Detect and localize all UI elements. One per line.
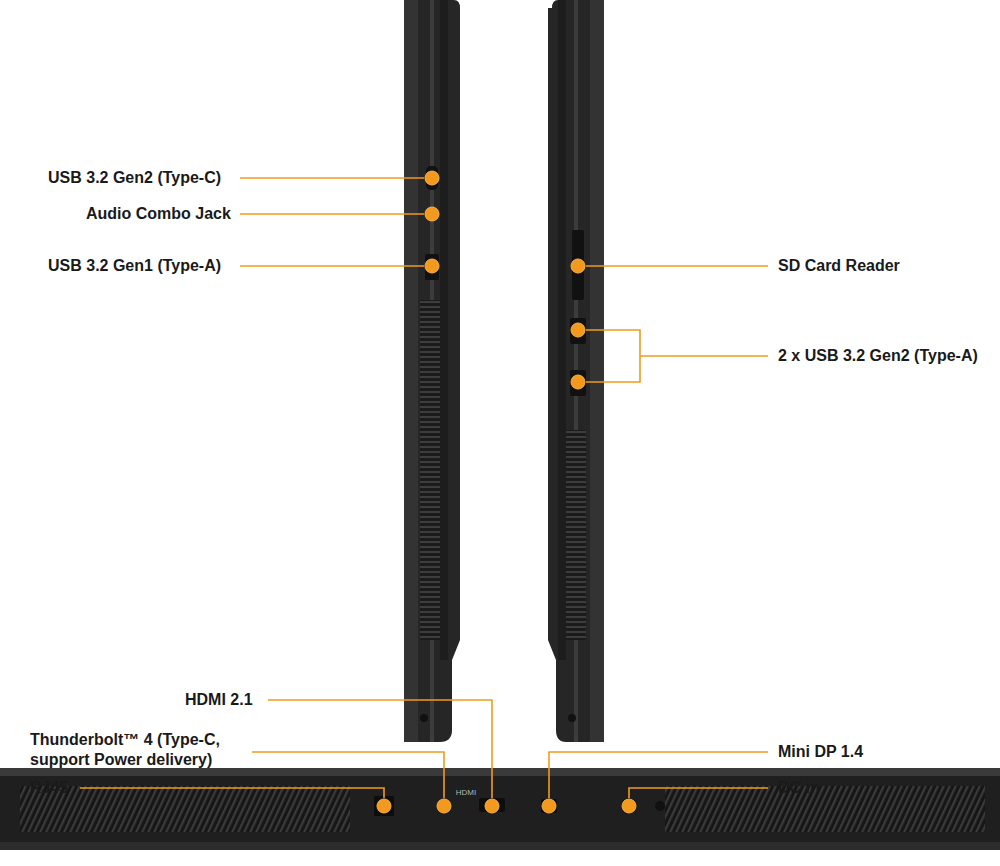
port-shape — [425, 171, 439, 185]
outline-path — [590, 0, 604, 742]
drawing-part — [541, 799, 557, 813]
outline-path — [586, 330, 640, 382]
port-label: USB 3.2 Gen1 (Type-A) — [48, 256, 221, 276]
outline-path — [404, 0, 460, 742]
outline-path — [240, 213, 424, 215]
port-label: USB 3.2 Gen2 (Type-C) — [48, 168, 221, 188]
drawing-part — [572, 230, 584, 300]
port-label: Audio Combo Jack — [86, 204, 231, 224]
port-label: 2 x USB 3.2 Gen2 (Type-A) — [778, 346, 978, 366]
drawing-part — [0, 842, 1000, 850]
outline-path — [629, 788, 768, 798]
outline-path — [549, 752, 768, 798]
drawing-part — [665, 786, 985, 832]
rear-view — [0, 768, 1000, 850]
drawing-part — [426, 166, 438, 190]
drawing-part — [20, 786, 350, 832]
port-shape — [425, 259, 439, 273]
outline-path — [80, 788, 384, 798]
outline-path — [404, 0, 418, 742]
outline-path — [440, 0, 448, 660]
port-shape — [485, 799, 499, 813]
port-label: DC in — [778, 778, 820, 798]
port-markers — [377, 171, 636, 813]
port-shape — [420, 714, 428, 722]
outline-path — [558, 0, 566, 660]
drawing-part — [420, 300, 440, 640]
drawing-part — [479, 798, 505, 812]
drawing-part — [0, 768, 1000, 776]
port-shape — [655, 801, 665, 811]
drawing-part — [0, 768, 1000, 850]
drawing-part — [374, 796, 394, 816]
outline-path — [548, 0, 604, 742]
port-label: Mini DP 1.4 — [778, 742, 863, 762]
drawing-part — [570, 318, 586, 344]
outline-path — [640, 355, 768, 357]
port-label: RJ45 — [30, 778, 68, 798]
outline-path — [240, 177, 424, 179]
port-shape — [621, 798, 637, 814]
outline-path — [252, 752, 444, 798]
port-shape — [571, 323, 585, 337]
left-side-view — [404, 0, 460, 742]
port-shape — [571, 375, 585, 389]
drawing-part — [570, 370, 586, 396]
port-shape — [571, 259, 585, 273]
outline-path — [586, 265, 768, 267]
drawing-part — [437, 800, 451, 812]
port-shape — [622, 799, 636, 813]
port-label: SD Card Reader — [778, 256, 900, 276]
port-shape — [437, 799, 451, 813]
outline-path — [240, 265, 424, 267]
port-shape — [542, 799, 556, 813]
drawing-part — [425, 254, 439, 280]
port-shape — [425, 207, 439, 221]
port-label: HDMI 2.1 — [185, 690, 253, 710]
port-shape — [377, 799, 391, 813]
port-shape — [568, 714, 576, 722]
outline-path — [268, 700, 492, 798]
right-side-view — [548, 0, 604, 742]
port-icon-text: HDMI — [456, 788, 476, 797]
drawing-part — [566, 430, 586, 640]
port-label: Thunderbolt™ 4 (Type-C, support Power de… — [30, 730, 246, 770]
